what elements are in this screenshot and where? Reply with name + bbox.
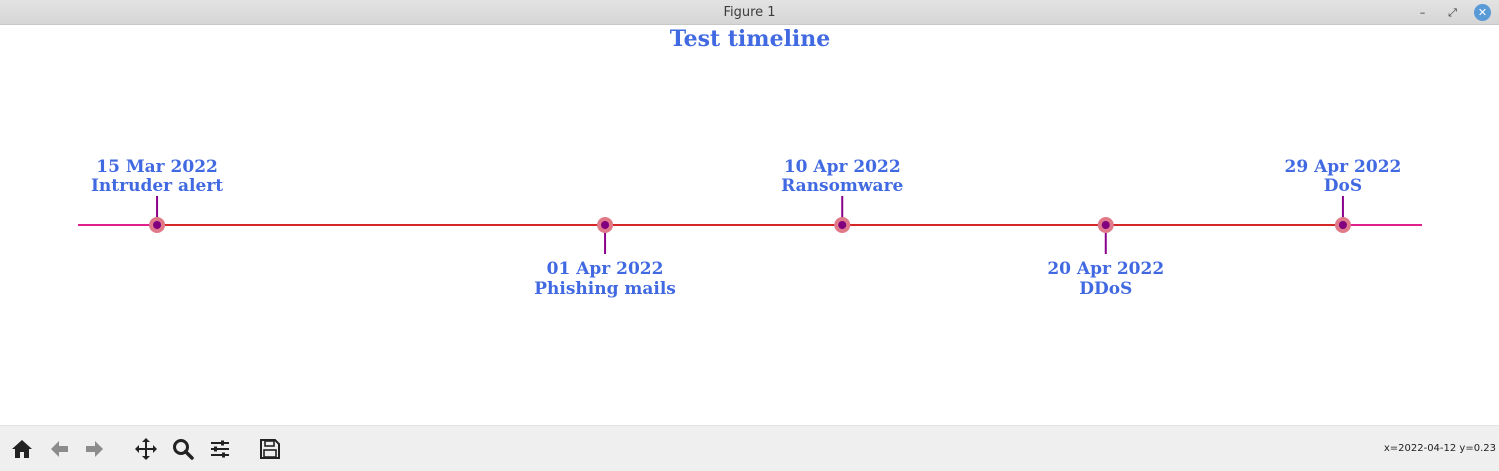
maximize-button[interactable]: ⤢ xyxy=(1448,5,1457,19)
back-button[interactable] xyxy=(44,434,74,464)
forward-arrow-icon xyxy=(86,441,103,457)
event-date-label: 01 Apr 2022 xyxy=(547,259,664,279)
window-title: Figure 1 xyxy=(723,5,776,20)
home-icon xyxy=(12,440,32,458)
back-arrow-icon xyxy=(51,441,68,457)
configure-subplots-button[interactable] xyxy=(205,434,235,464)
navigation-toolbar: x=2022-04-12 y=0.23 xyxy=(0,425,1499,471)
event-name-label: Intruder alert xyxy=(91,176,223,196)
event-name-label: DoS xyxy=(1324,176,1362,196)
zoom-button[interactable] xyxy=(168,434,198,464)
chart-title: Test timeline xyxy=(670,26,831,52)
home-button[interactable] xyxy=(7,434,37,464)
title-bar: Figure 1 – ⤢ ✕ xyxy=(0,0,1499,25)
event-date-label: 29 Apr 2022 xyxy=(1285,157,1402,177)
event-marker xyxy=(838,221,847,229)
event-name-label: Phishing mails xyxy=(534,279,676,299)
event-name-label: DDoS xyxy=(1079,279,1132,299)
cursor-coordinates-readout: x=2022-04-12 y=0.23 xyxy=(1383,443,1496,454)
event-marker xyxy=(153,221,162,229)
event-name-label: Ransomware xyxy=(781,176,903,196)
event-marker xyxy=(1338,221,1347,229)
configure-subplots-icon xyxy=(211,440,229,458)
event-marker xyxy=(1101,221,1110,229)
save-button[interactable] xyxy=(255,434,285,464)
save-icon xyxy=(260,439,280,459)
pan-icon xyxy=(135,438,157,460)
forward-button[interactable] xyxy=(80,434,110,464)
event-date-label: 10 Apr 2022 xyxy=(784,157,901,177)
pan-button[interactable] xyxy=(131,434,161,464)
event-date-label: 20 Apr 2022 xyxy=(1047,259,1164,279)
event-date-label: 15 Mar 2022 xyxy=(96,157,218,177)
close-button[interactable]: ✕ xyxy=(1474,4,1491,21)
event-marker xyxy=(601,221,610,229)
zoom-icon xyxy=(173,439,194,460)
minimize-button[interactable]: – xyxy=(1419,6,1426,19)
